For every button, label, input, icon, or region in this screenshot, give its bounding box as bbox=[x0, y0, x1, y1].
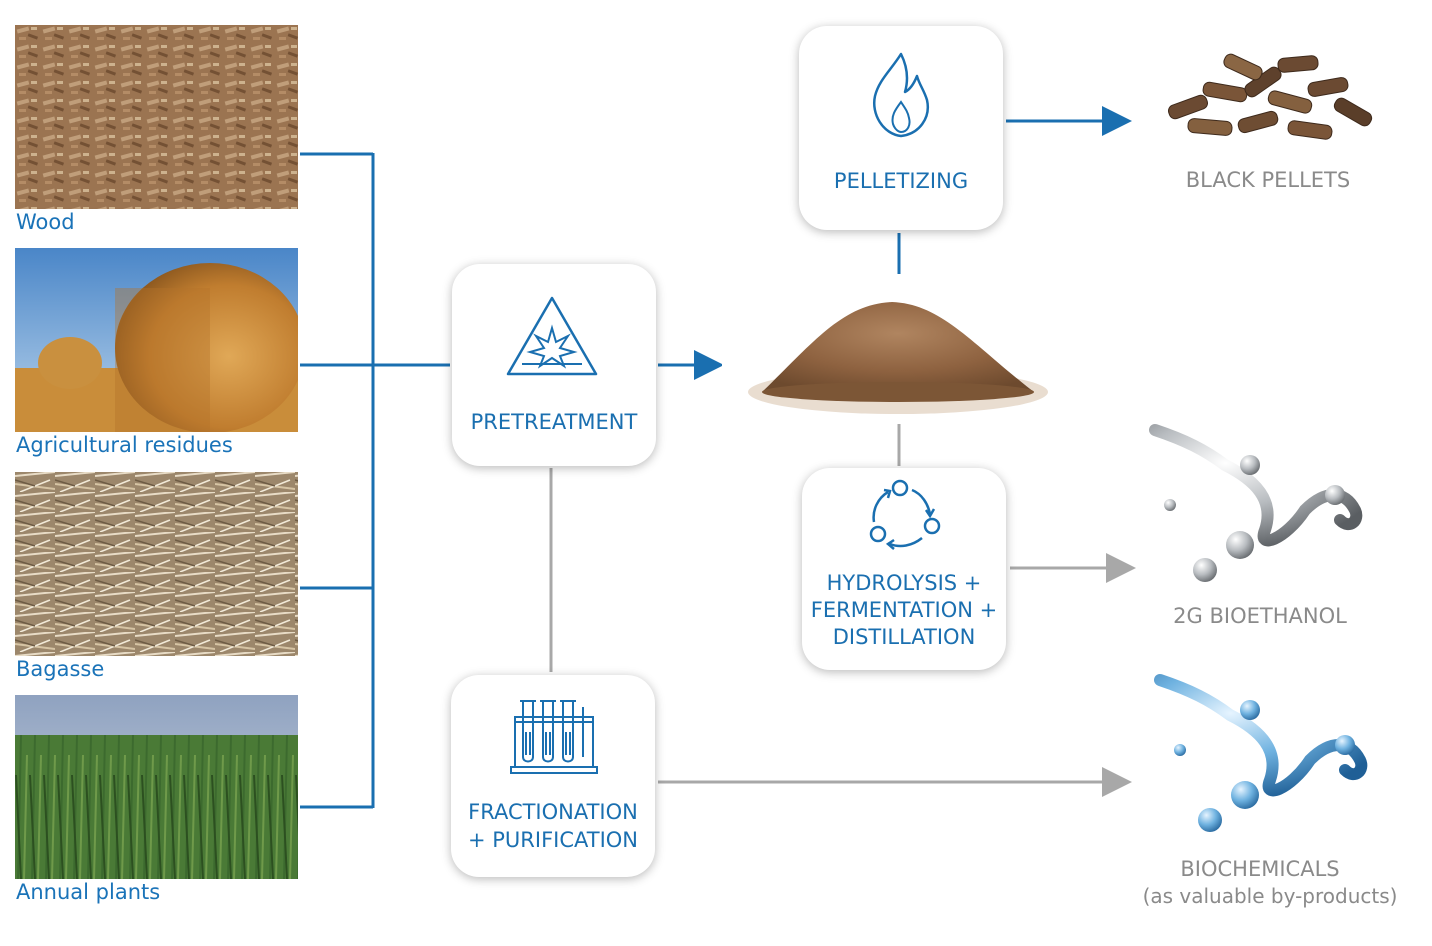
fractionation-label-line-2: + PURIFICATION bbox=[467, 828, 639, 852]
output-label-biochemicals: BIOCHEMICALS bbox=[1180, 857, 1340, 881]
agricultural-residues-photo bbox=[15, 248, 298, 432]
hydrolysis-label-line-3: DISTILLATION bbox=[832, 625, 976, 649]
source-label-bagasse: Bagasse bbox=[16, 657, 105, 681]
output-note-biochemicals: (as valuable by-products) bbox=[1142, 884, 1398, 908]
source-label-wood: Wood bbox=[16, 210, 75, 234]
pretreatment-box: PRETREATMENT bbox=[452, 264, 656, 466]
test-tubes-icon bbox=[510, 700, 598, 774]
source-label-agricultural-residues: Agricultural residues bbox=[16, 433, 233, 457]
pelletizing-box: PELLETIZING bbox=[799, 26, 1003, 230]
bagasse-photo bbox=[15, 472, 298, 656]
fractionation-label-line-1: FRACTIONATION bbox=[468, 800, 638, 824]
sources-bus bbox=[300, 152, 450, 809]
wood-photo bbox=[15, 25, 298, 209]
flame-icon bbox=[872, 52, 930, 138]
cycle-icon bbox=[869, 479, 941, 550]
fractionation-box: FRACTIONATION + PURIFICATION bbox=[451, 675, 655, 877]
pelletizing-label: PELLETIZING bbox=[833, 169, 969, 193]
bioethanol-splash-image bbox=[1145, 420, 1375, 595]
hydrolysis-label-line-2: FERMENTATION + bbox=[810, 598, 998, 622]
source-label-annual-plants: Annual plants bbox=[16, 880, 161, 904]
hydrolysis-label-line-1: HYDROLYSIS + bbox=[826, 571, 982, 595]
biochemicals-splash-image bbox=[1150, 670, 1380, 845]
black-pellets-image bbox=[1148, 45, 1388, 155]
output-label-black-pellets: BLACK PELLETS bbox=[1185, 168, 1351, 192]
annual-plants-photo bbox=[15, 695, 298, 879]
explosion-warning-icon bbox=[506, 296, 598, 376]
pretreatment-label: PRETREATMENT bbox=[470, 410, 638, 434]
biomass-powder-image bbox=[722, 274, 1074, 424]
output-label-bioethanol: 2G BIOETHANOL bbox=[1173, 604, 1347, 628]
hydrolysis-box: HYDROLYSIS + FERMENTATION + DISTILLATION bbox=[802, 468, 1006, 670]
